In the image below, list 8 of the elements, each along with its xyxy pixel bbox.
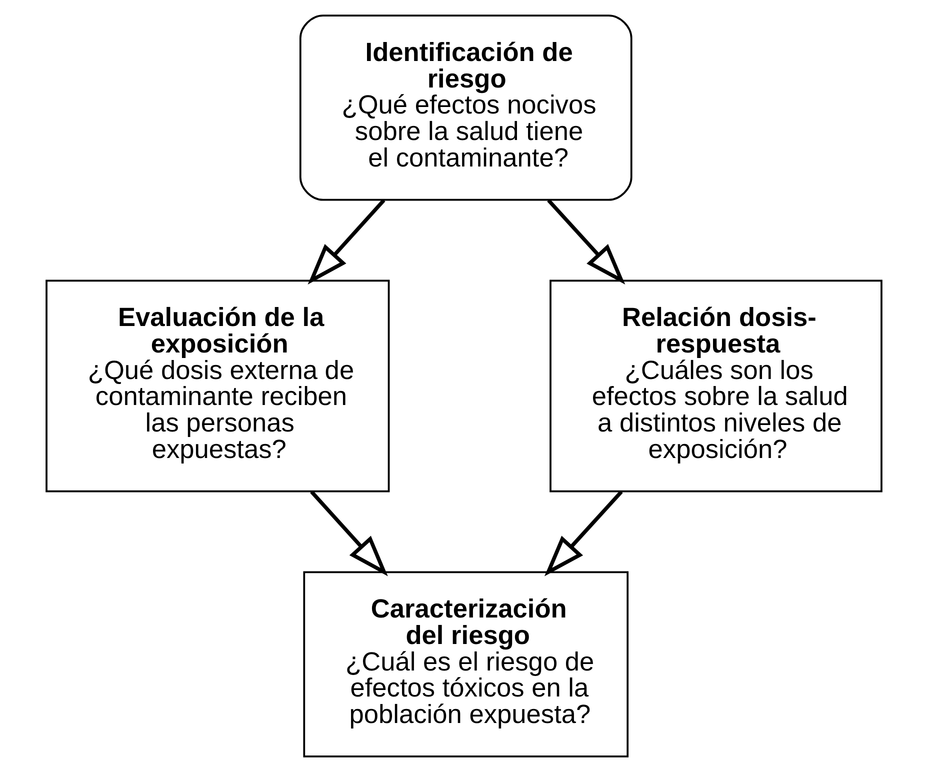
arrow	[310, 490, 388, 576]
node-box: Evaluación de la exposición ¿Qué dosis externa de contaminante reciben las personas expuestas?	[46, 280, 390, 492]
arrow	[547, 198, 626, 284]
node-box: Caracterización del riesgo ¿Cuál es el riesgo de efectos tóxicos en la población expuesta?	[303, 571, 629, 758]
arrow	[308, 198, 386, 284]
arrow	[544, 490, 623, 576]
node-box: Relación dosis-respuesta ¿Cuáles son los efectos sobre la salud a distintos niveles de exposición?	[550, 280, 882, 492]
node-box: Identificación de riesgo ¿Qué efectos nocivos sobre la salud tiene el contaminante?	[299, 14, 632, 201]
